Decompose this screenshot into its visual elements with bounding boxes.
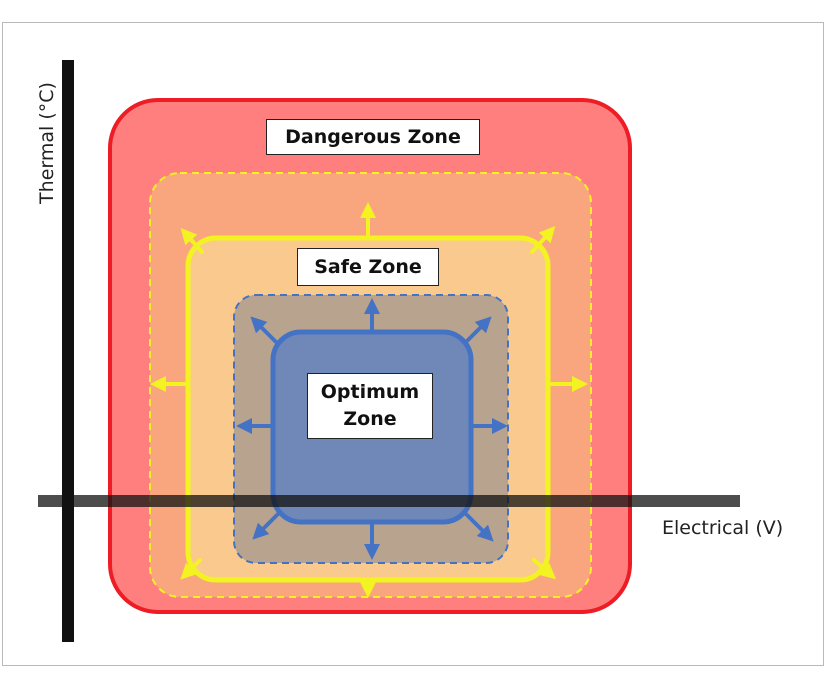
- blue-arrow-down-right: [464, 512, 494, 542]
- x-axis: [38, 495, 740, 507]
- blue-arrow-up-left: [250, 316, 278, 344]
- y-axis: [62, 60, 74, 642]
- yellow-arrow-down-left: [180, 558, 202, 580]
- yellow-arrow-up-right: [530, 226, 556, 254]
- optimum-zone-label: Optimum Zone: [307, 373, 433, 439]
- blue-arrow-down-left: [252, 512, 280, 540]
- yellow-arrow-down-right: [532, 558, 557, 580]
- optimum-zone-label-line1: Optimum: [320, 381, 420, 403]
- y-axis-label: Thermal (°C): [36, 82, 58, 204]
- yellow-arrow-up-left: [180, 228, 204, 254]
- x-axis-label: Electrical (V): [662, 517, 784, 539]
- dangerous-zone-label: Dangerous Zone: [266, 119, 480, 155]
- safe-zone-label: Safe Zone: [297, 248, 439, 286]
- optimum-zone-label-line2: Zone: [343, 408, 397, 430]
- blue-arrow-up-right: [464, 316, 492, 344]
